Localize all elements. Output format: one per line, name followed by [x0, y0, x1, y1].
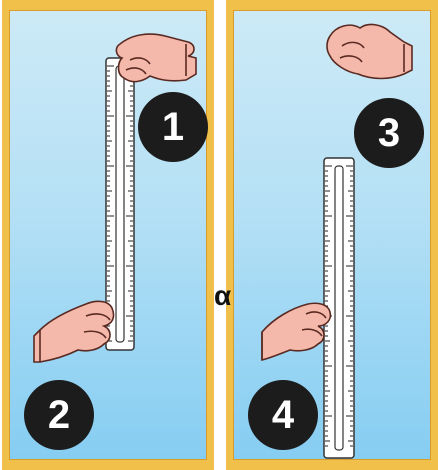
step-badge-2: 2 — [24, 380, 94, 450]
step-badge-4: 4 — [248, 380, 318, 450]
hand-holding-top-icon — [116, 34, 196, 82]
hand-released-icon — [327, 25, 412, 79]
hand-ready-bottom-icon — [34, 301, 114, 362]
step-badge-1: 1 — [138, 92, 208, 162]
hand-catching-icon — [262, 303, 330, 360]
alpha-symbol: α — [214, 280, 226, 312]
step-badge-3: 3 — [354, 98, 424, 168]
